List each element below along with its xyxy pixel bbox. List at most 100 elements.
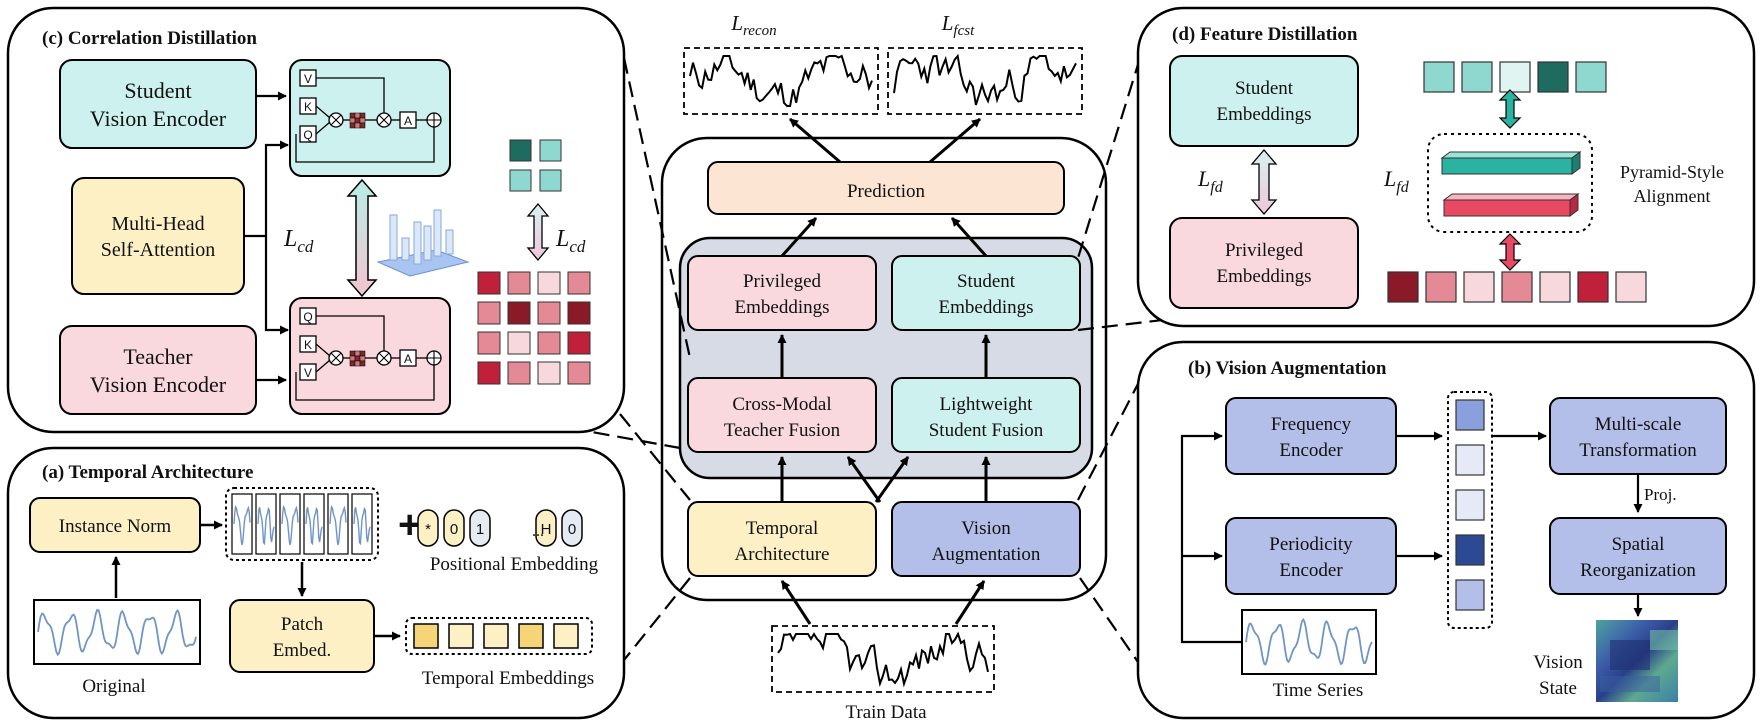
fd-double-arrow bbox=[1250, 149, 1278, 215]
fd-student-line2: Embeddings bbox=[1217, 104, 1312, 125]
vision-state-line1: Vision bbox=[1533, 652, 1583, 673]
position-token-label: * bbox=[425, 521, 431, 538]
arrow-vis-to-cross bbox=[846, 456, 882, 503]
attention-cell bbox=[477, 301, 501, 325]
panel-d-title: (d) Feature Distillation bbox=[1172, 24, 1358, 45]
fd-student-box bbox=[1169, 55, 1359, 147]
train-signal bbox=[777, 631, 989, 688]
privileged-token bbox=[1539, 271, 1571, 303]
privileged-token-row bbox=[1387, 271, 1647, 303]
lightweight-line2: Student Fusion bbox=[929, 420, 1044, 441]
attention-cell bbox=[507, 271, 531, 295]
teacher-encoder-line1: Teacher bbox=[123, 344, 193, 369]
pyramid-frame bbox=[1427, 133, 1593, 233]
multiscale-box bbox=[1549, 397, 1727, 475]
attn-output-label: A bbox=[404, 352, 412, 366]
teacher-attention-block bbox=[289, 297, 451, 415]
vision-tokens bbox=[1455, 399, 1485, 611]
teal-attention-map bbox=[509, 139, 562, 192]
temporal-token bbox=[413, 623, 439, 649]
positional-label: Positional Embedding bbox=[430, 554, 599, 575]
privileged-embeddings-line1: Privileged bbox=[743, 271, 822, 292]
train-data-label: Train Data bbox=[845, 702, 927, 723]
score-matrix-cell bbox=[354, 360, 361, 367]
patch-signal bbox=[353, 506, 371, 546]
student-embeddings-line2: Embeddings bbox=[939, 297, 1034, 318]
multiscale-line1: Multi-scale bbox=[1595, 414, 1682, 435]
periodicity-line2: Encoder bbox=[1279, 560, 1343, 581]
score-matrix-cell bbox=[354, 122, 361, 129]
attention-cell bbox=[507, 301, 531, 325]
student-encoder-line2: Vision Encoder bbox=[90, 106, 227, 131]
lfd-label-2: Lfd bbox=[1383, 166, 1410, 196]
attention-cell bbox=[537, 361, 561, 385]
vision-aug-line2: Augmentation bbox=[932, 544, 1041, 565]
score-matrix-cell bbox=[354, 117, 361, 124]
loss-fcst-label: Lfcst bbox=[941, 11, 975, 39]
attn-input-label: Q bbox=[303, 128, 312, 142]
attention-cell bbox=[477, 331, 501, 355]
red-attention-map bbox=[477, 271, 591, 385]
fd-privileged-line1: Privileged bbox=[1225, 240, 1304, 261]
periodicity-line1: Periodicity bbox=[1269, 534, 1353, 555]
vision-token bbox=[1455, 489, 1485, 521]
vision-token bbox=[1455, 579, 1485, 611]
position-token bbox=[417, 509, 439, 547]
arrow-temp-to-light bbox=[874, 456, 910, 503]
fd-student-line1: Student bbox=[1235, 78, 1294, 99]
student-encoder-line1: Student bbox=[124, 78, 191, 103]
panel-correlation-distillation: (c) Correlation Distillation Student Vis… bbox=[6, 6, 626, 434]
score-matrix-cell bbox=[359, 112, 366, 119]
patch-signal bbox=[257, 506, 275, 546]
pyramid-line2: Alignment bbox=[1634, 186, 1711, 206]
original-label: Original bbox=[82, 676, 145, 697]
patch-signal bbox=[305, 506, 323, 546]
plus-icon: + bbox=[398, 503, 421, 547]
score-matrix-cell bbox=[354, 112, 361, 119]
lcd-small-arrow bbox=[526, 202, 550, 262]
lcd-double-arrow bbox=[346, 178, 378, 298]
vision-state-line2: State bbox=[1539, 678, 1577, 699]
privileged-embeddings-box bbox=[687, 255, 877, 331]
student-embeddings-box bbox=[891, 255, 1081, 331]
position-token-label: 0 bbox=[568, 521, 576, 538]
frequency-line1: Frequency bbox=[1271, 414, 1352, 435]
fd-privileged-box bbox=[1169, 217, 1359, 309]
bar-chart-icon bbox=[376, 209, 470, 277]
patch-signal bbox=[281, 504, 299, 546]
panel-vision-augmentation: (b) Vision Augmentation Frequency Encode… bbox=[1136, 340, 1756, 720]
temporal-tokens bbox=[413, 623, 579, 649]
spatial-line1: Spatial bbox=[1612, 534, 1665, 555]
vision-token bbox=[1455, 444, 1485, 476]
ellipsis-label: ... bbox=[532, 523, 544, 540]
arrow-to-fcst bbox=[929, 117, 981, 164]
patches-group bbox=[231, 493, 373, 555]
student-token-row bbox=[1423, 61, 1607, 93]
train-data-frame bbox=[771, 625, 995, 693]
patch-embed-box bbox=[229, 599, 375, 673]
attn-input-label: K bbox=[304, 100, 312, 114]
teal-align-arrow bbox=[1498, 89, 1522, 129]
frequency-line2: Encoder bbox=[1279, 440, 1343, 461]
temporal-token bbox=[518, 623, 544, 649]
attention-cell bbox=[537, 301, 561, 325]
fcst-signal bbox=[893, 53, 1077, 106]
attention-cell bbox=[567, 301, 591, 325]
student-token bbox=[1461, 61, 1493, 93]
privileged-token bbox=[1501, 271, 1533, 303]
position-token bbox=[535, 509, 557, 547]
multihead-line1: Multi-Head bbox=[111, 213, 204, 235]
panel-feature-distillation: (d) Feature Distillation Student Embeddi… bbox=[1136, 6, 1756, 328]
attn-input-label: V bbox=[304, 72, 312, 86]
recon-plot-frame bbox=[683, 47, 879, 115]
privileged-token bbox=[1425, 271, 1457, 303]
spatial-line2: Reorganization bbox=[1580, 560, 1696, 581]
pyramid-red-bar bbox=[1442, 193, 1580, 217]
attention-cell bbox=[537, 331, 561, 355]
arrow-priv-to-pred bbox=[780, 216, 818, 258]
temporal-token bbox=[483, 623, 509, 649]
